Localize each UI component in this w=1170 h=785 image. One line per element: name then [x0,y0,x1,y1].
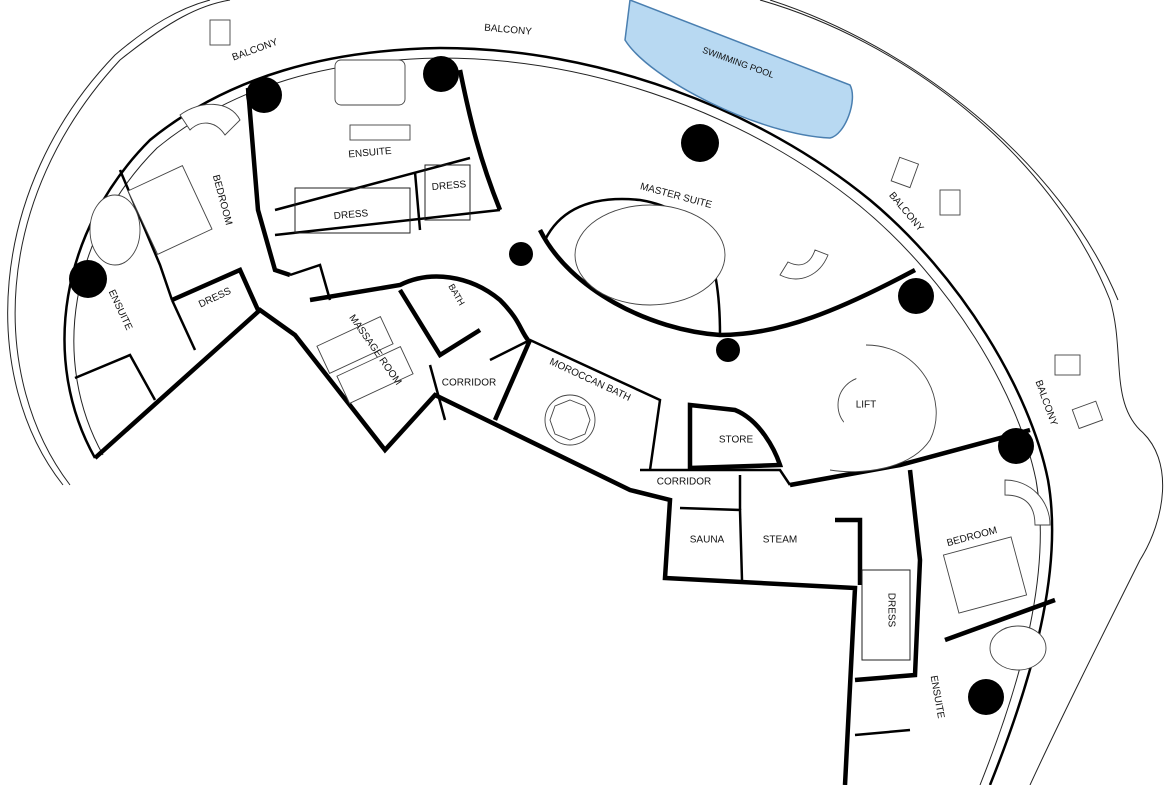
label-store: STORE [719,435,754,446]
label-corridor-left: CORRIDOR [442,378,496,389]
label-dress-top-right: DRESS [431,179,467,193]
label-steam: STEAM [763,535,797,546]
inner-wall [93,307,858,785]
label-dress-top-left: DRESS [333,208,369,222]
label-ensuite-top: ENSUITE [348,146,392,161]
label-sauna: SAUNA [690,535,725,546]
label-bedroom-left: BEDROOM [210,174,234,227]
balcony-outline-inner [7,0,1119,486]
balcony-outline [14,0,1164,785]
label-balcony-top-left: BALCONY [231,37,280,64]
label-ensuite-right: ENSUITE [928,675,946,720]
label-bath: BATH [446,282,466,307]
label-balcony-right: BALCONY [886,190,925,234]
furniture [89,19,1104,671]
label-balcony-far-right: BALCONY [1033,379,1060,428]
interior-walls [74,69,1056,737]
outer-wall [63,46,1054,785]
label-dress-left: DRESS [197,286,233,311]
structural-columns [69,56,1034,715]
label-balcony-top: BALCONY [484,23,533,38]
label-corridor-right: CORRIDOR [657,477,711,488]
label-ensuite-left: ENSUITE [106,288,134,332]
label-lift: LIFT [856,400,877,411]
swimming-pool [624,0,854,139]
label-dress-right: DRESS [885,593,896,628]
